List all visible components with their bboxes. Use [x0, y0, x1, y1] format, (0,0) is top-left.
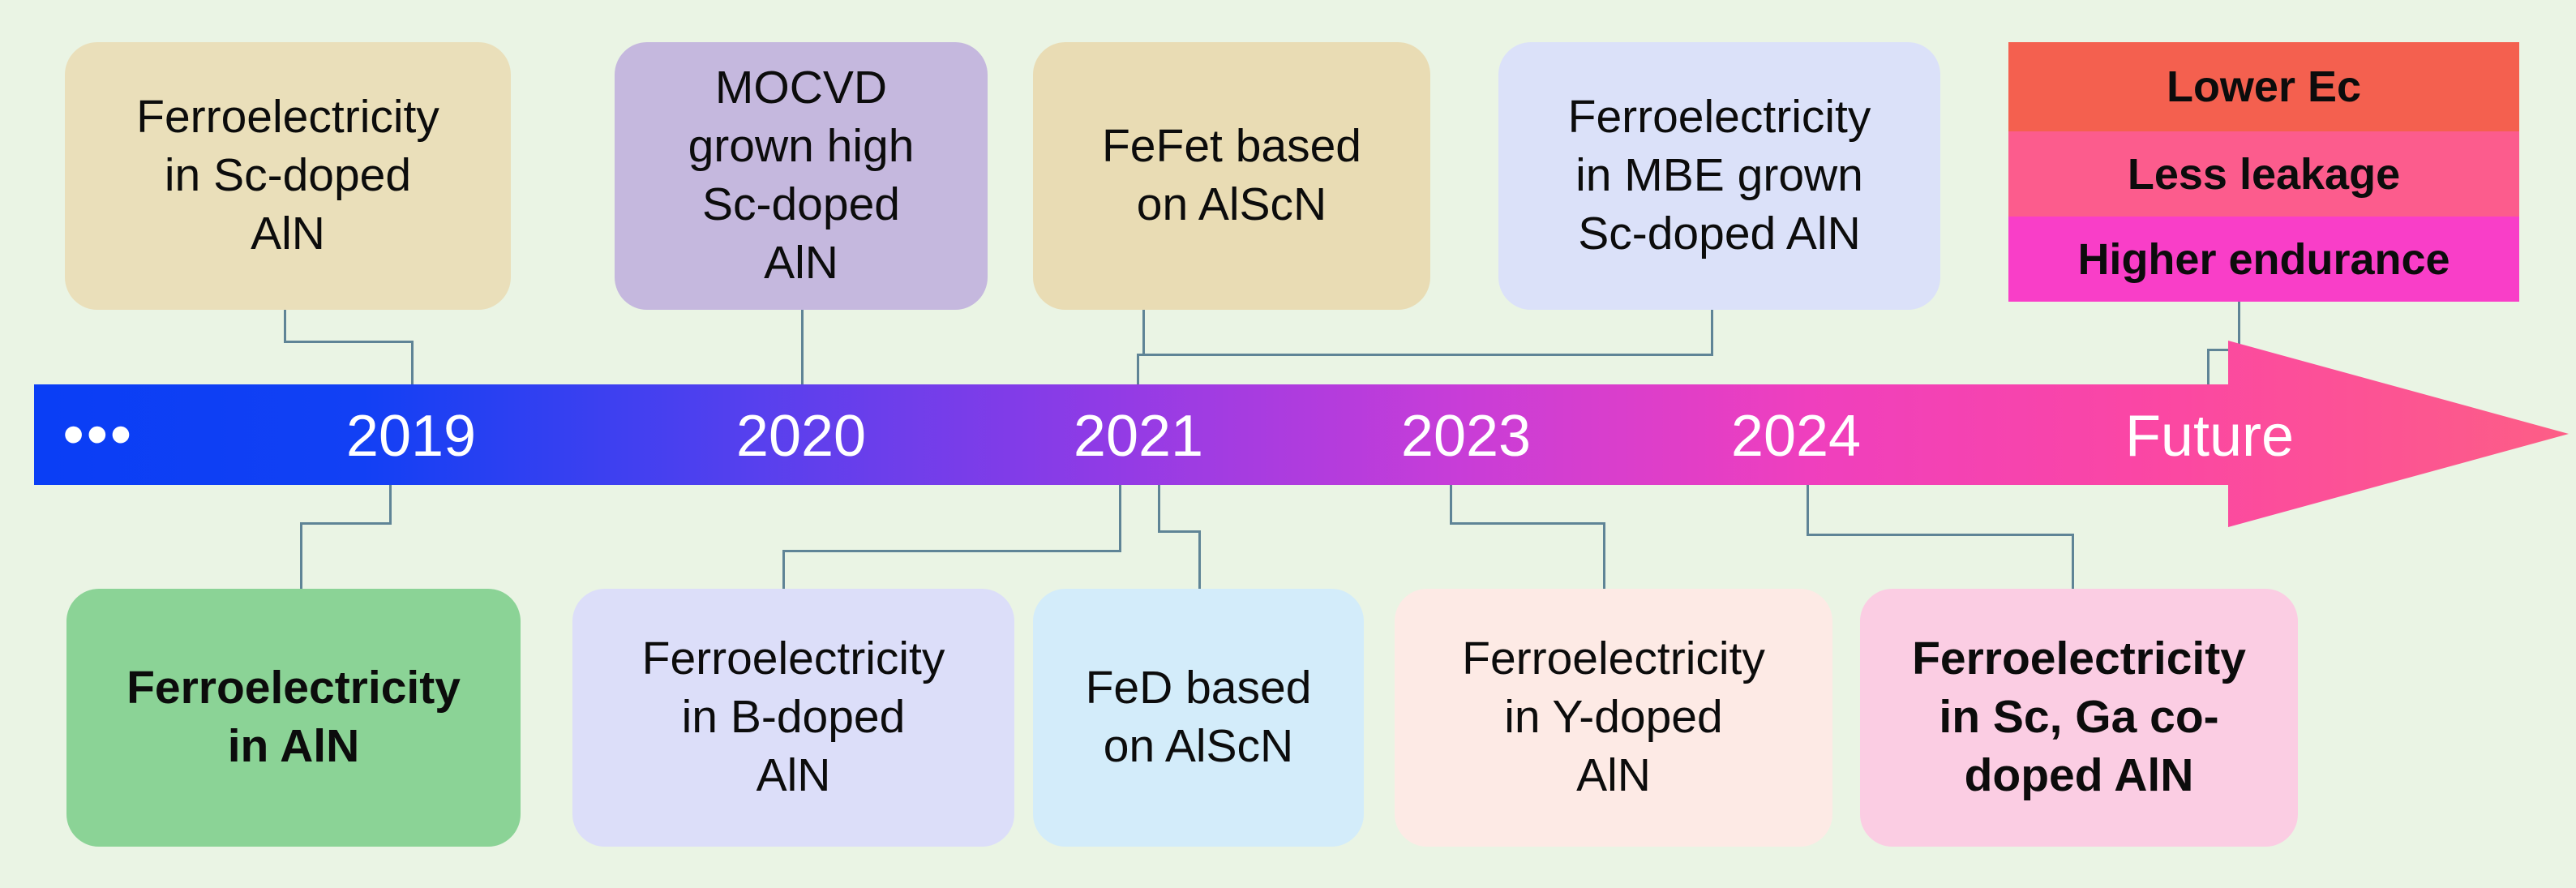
- future-band-lower-ec: Lower Ec: [2008, 42, 2519, 131]
- future-band-higher-endurance: Higher endurance: [2008, 217, 2519, 302]
- card-ferroelectricity-in-mbe-grown-sc-doped-aln[interactable]: Ferroelectricity in MBE grown Sc-doped A…: [1498, 42, 1940, 310]
- connector-segment: [1137, 354, 1139, 386]
- timeline-tick-2020[interactable]: 2020: [735, 404, 867, 469]
- connector-segment: [782, 550, 1121, 552]
- connector-segment: [1119, 485, 1121, 551]
- card-ferroelectricity-in-y-doped-aln[interactable]: Ferroelectricity in Y-doped AlN: [1395, 589, 1832, 847]
- card-ferroelectricity-in-b-doped-aln[interactable]: Ferroelectricity in B-doped AlN: [572, 589, 1014, 847]
- connector-segment: [782, 550, 785, 594]
- future-band-less-leakage: Less leakage: [2008, 131, 2519, 217]
- connector-segment: [300, 522, 392, 525]
- timeline-tick-future[interactable]: Future: [2124, 404, 2295, 469]
- connector-segment: [2072, 534, 2074, 594]
- timeline-tick-2021[interactable]: 2021: [1073, 404, 1204, 469]
- connector-segment: [1711, 310, 1713, 355]
- connector-segment: [1198, 530, 1201, 594]
- future-outlook-card[interactable]: Lower Ec Less leakage Higher endurance: [2008, 42, 2519, 302]
- connector-segment: [284, 341, 414, 343]
- timeline-tick-2024[interactable]: 2024: [1730, 404, 1862, 469]
- connector-segment: [1807, 534, 2074, 536]
- timeline-tick-2023[interactable]: 2023: [1400, 404, 1532, 469]
- card-fefet-based-on-alscn[interactable]: FeFet based on AlScN: [1033, 42, 1430, 310]
- card-mocvd-grown-high-sc-doped-aln[interactable]: MOCVD grown high Sc-doped AlN: [615, 42, 988, 310]
- connector-segment: [1137, 354, 1713, 356]
- connector-segment: [801, 310, 804, 385]
- connector-segment: [284, 310, 286, 342]
- connector-segment: [1158, 485, 1160, 532]
- connector-segment: [1142, 310, 1145, 355]
- card-ferroelectricity-in-sc-ga-co-doped-aln[interactable]: Ferroelectricity in Sc, Ga co- doped AlN: [1860, 589, 2298, 847]
- card-ferroelectricity-in-sc-doped-aln[interactable]: Ferroelectricity in Sc-doped AlN: [65, 42, 511, 310]
- connector-segment: [411, 341, 414, 385]
- connector-segment: [1450, 485, 1452, 524]
- connector-segment: [1807, 485, 1809, 535]
- connector-segment: [2207, 349, 2240, 351]
- connector-segment: [2238, 302, 2240, 350]
- timeline-leading-ellipsis: •••: [63, 402, 135, 467]
- connector-segment: [1603, 522, 1605, 594]
- connector-segment: [1450, 522, 1605, 525]
- card-fed-based-on-alscn[interactable]: FeD based on AlScN: [1033, 589, 1364, 847]
- connector-segment: [389, 485, 392, 524]
- card-ferroelectricity-in-aln[interactable]: Ferroelectricity in AlN: [66, 589, 521, 847]
- connector-segment: [1158, 530, 1201, 533]
- connector-segment: [2207, 349, 2210, 386]
- timeline-tick-2019[interactable]: 2019: [345, 404, 477, 469]
- connector-segment: [300, 522, 302, 590]
